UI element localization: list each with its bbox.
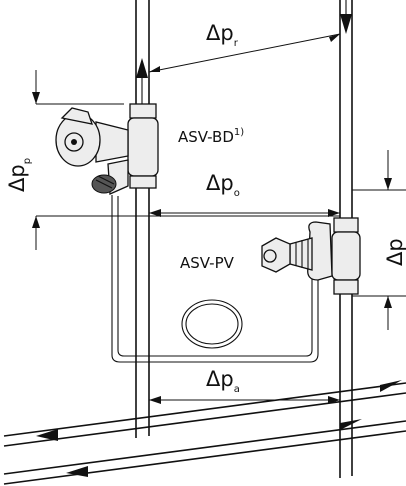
capillary-right-run-inner bbox=[240, 272, 313, 357]
capillary-left-run-outer bbox=[111, 195, 240, 363]
asv-bd-body bbox=[127, 117, 159, 177]
dp-r-arrow-left bbox=[149, 66, 160, 72]
asv-bd-drain-grip-2 bbox=[97, 175, 115, 185]
label-dp-right: Δp bbox=[383, 238, 406, 266]
dp-p-arrow-top bbox=[32, 92, 40, 104]
dp-o-arrow-left bbox=[149, 209, 161, 217]
asv-bd-upper-nut bbox=[129, 103, 157, 119]
asv-pv-body bbox=[331, 231, 361, 281]
label-dp-r: Δpr bbox=[206, 21, 239, 49]
capillary-coil-outer bbox=[181, 299, 243, 349]
flow-arrow-right-bottom bbox=[340, 419, 362, 430]
dp-p-arrow-bottom bbox=[32, 216, 40, 228]
supply-pipe-top-edge bbox=[3, 382, 406, 437]
impulse-tube bbox=[111, 195, 319, 363]
horizontal-pipes bbox=[3, 380, 406, 485]
dp-r-arrow-right bbox=[329, 34, 340, 42]
supply-pipe-bottom-edge bbox=[3, 392, 406, 447]
flow-arrow-up bbox=[136, 58, 148, 78]
label-asv-bd: ASV-BD1) bbox=[178, 127, 244, 146]
flow-arrow-down bbox=[340, 14, 352, 34]
return-pipe-top-edge bbox=[3, 420, 406, 475]
asv-pv-valve bbox=[261, 217, 361, 295]
dimension-lines bbox=[32, 33, 406, 404]
dp-r-dimension-line bbox=[148, 33, 341, 73]
labels: Δpr Δpo Δpa Δpp Δp ASV-BD1) ASV-PV bbox=[5, 21, 406, 395]
return-pipe-bottom-edge bbox=[3, 430, 406, 485]
asv-bd-tab bbox=[60, 107, 93, 125]
asv-bd-valve bbox=[55, 103, 159, 195]
dp-right-arrow-bottom bbox=[384, 296, 392, 308]
asv-pv-knob-cap bbox=[263, 249, 277, 263]
asv-pv-upper-nut bbox=[333, 217, 359, 233]
asv-pv-lower-nut bbox=[333, 279, 359, 295]
asv-pv-spindle bbox=[289, 237, 313, 271]
dp-a-arrow-left bbox=[149, 396, 161, 404]
asv-bd-handwheel-center bbox=[71, 139, 77, 145]
capillary-coil-inner bbox=[185, 303, 239, 345]
asv-bd-side-neck bbox=[95, 121, 129, 163]
label-dp-a: Δpa bbox=[206, 367, 240, 395]
label-asv-pv: ASV-PV bbox=[180, 254, 235, 272]
asv-pv-diaphragm-housing bbox=[307, 221, 333, 281]
flow-arrow-right-top bbox=[380, 380, 402, 392]
capillary-left-run-inner bbox=[117, 196, 240, 357]
capillary-right-run-outer bbox=[240, 270, 319, 363]
dp-o-arrow-right bbox=[328, 209, 340, 217]
label-dp-p: Δpp bbox=[5, 158, 33, 192]
asv-bd-lower-nut bbox=[129, 175, 157, 189]
asv-bd-drain-grip-1 bbox=[95, 179, 113, 189]
dp-a-arrow-right bbox=[328, 396, 340, 404]
flow-arrow-left bbox=[36, 429, 58, 441]
flow-arrow-left-bottom bbox=[66, 466, 88, 477]
label-dp-o: Δpo bbox=[206, 171, 240, 199]
dp-right-arrow-top bbox=[384, 178, 392, 190]
